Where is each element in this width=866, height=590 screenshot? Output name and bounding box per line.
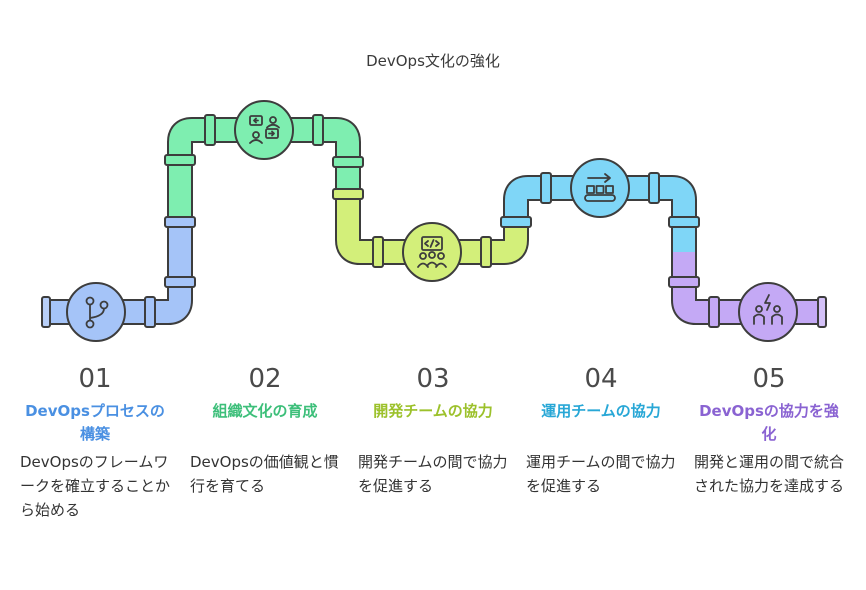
pipe-joint — [332, 156, 364, 168]
person-head — [428, 251, 436, 259]
step-4-number: 04 — [584, 364, 618, 394]
pipe-joint — [332, 188, 364, 200]
arrow — [268, 130, 275, 137]
arrow — [587, 173, 611, 183]
step-2-title: 組織文化の育成 — [212, 402, 318, 420]
step-3-description: 開発チームの間で協力を促進する — [358, 453, 508, 495]
conveyor-icon — [570, 158, 630, 218]
pipe-joint — [312, 114, 324, 146]
pipe-end-cap-right — [817, 296, 827, 328]
step-5: 05 DevOpsの協力を強化 開発と運用の間で統合された協力を達成する — [694, 362, 844, 498]
person-head — [252, 131, 260, 139]
chat-bubble — [265, 128, 279, 139]
pipe-joint — [372, 236, 384, 268]
pipe-joint — [540, 172, 552, 204]
git-branch-icon — [66, 282, 126, 342]
person-body — [266, 123, 280, 129]
code-symbol — [424, 239, 440, 248]
person-body — [417, 261, 447, 268]
icon-circle — [570, 158, 630, 218]
person-head — [773, 305, 781, 313]
step-1: 01 DevOpsプロセスの構築 DevOpsのフレームワークを確立することから… — [20, 362, 170, 522]
diagram-title: DevOps文化の強化 — [366, 52, 500, 70]
pipe-joint — [668, 276, 700, 288]
pipe-end-cap-left — [41, 296, 51, 328]
pipe-joint — [480, 236, 492, 268]
pipe-joint — [204, 114, 216, 146]
step-4-title: 運用チームの協力 — [541, 402, 661, 420]
person-body — [249, 139, 263, 144]
icon-circle — [66, 282, 126, 342]
branch-line — [89, 303, 105, 322]
person-head — [437, 252, 445, 260]
person-body — [771, 313, 783, 325]
step-3-number: 03 — [416, 364, 450, 394]
icon-circle — [234, 100, 294, 160]
step-1-title: DevOpsプロセスの構築 — [25, 402, 165, 443]
pipe-joint — [164, 154, 196, 166]
pipe-segment-5 — [673, 252, 822, 323]
icon-circle — [738, 282, 798, 342]
arrow — [253, 117, 259, 124]
pipe-joint — [500, 216, 532, 228]
discussion-icon — [234, 100, 294, 160]
step-4-description: 運用チームの間で協力を促進する — [526, 453, 676, 495]
step-2: 02 組織文化の育成 DevOpsの価値観と慣行を育てる — [190, 362, 340, 498]
person-head — [269, 116, 277, 124]
collaboration-icon — [738, 282, 798, 342]
step-2-number: 02 — [248, 364, 282, 394]
step-3-title: 開発チームの協力 — [373, 402, 493, 420]
person-body — [753, 313, 765, 325]
belt — [584, 194, 616, 202]
chat-bubble — [249, 115, 263, 126]
pipe-joint — [144, 296, 156, 328]
person-head — [755, 305, 763, 313]
pipe-joint — [648, 172, 660, 204]
box — [595, 185, 605, 194]
monitor — [421, 236, 443, 251]
box — [605, 185, 614, 194]
developer-team-icon — [402, 222, 462, 282]
step-1-number: 01 — [78, 364, 112, 394]
pipe-joint — [164, 276, 196, 288]
step-2-description: DevOpsの価値観と慣行を育てる — [190, 453, 339, 495]
pipe-segment-1 — [48, 222, 191, 323]
step-4: 04 運用チームの協力 運用チームの間で協力を促進する — [526, 362, 676, 498]
step-5-title: DevOpsの協力を強化 — [699, 402, 839, 443]
step-5-number: 05 — [752, 364, 786, 394]
person-head — [419, 252, 427, 260]
step-3: 03 開発チームの協力 開発チームの間で協力を促進する — [358, 362, 508, 498]
pipe-joint — [668, 216, 700, 228]
step-5-description: 開発と運用の間で統合された協力を達成する — [694, 453, 845, 495]
step-1-description: DevOpsのフレームワークを確立することから始める — [20, 453, 171, 519]
pipe-joint — [708, 296, 720, 328]
box — [586, 185, 595, 194]
lightning-bolt — [764, 294, 771, 311]
pipe-joint — [164, 216, 196, 228]
